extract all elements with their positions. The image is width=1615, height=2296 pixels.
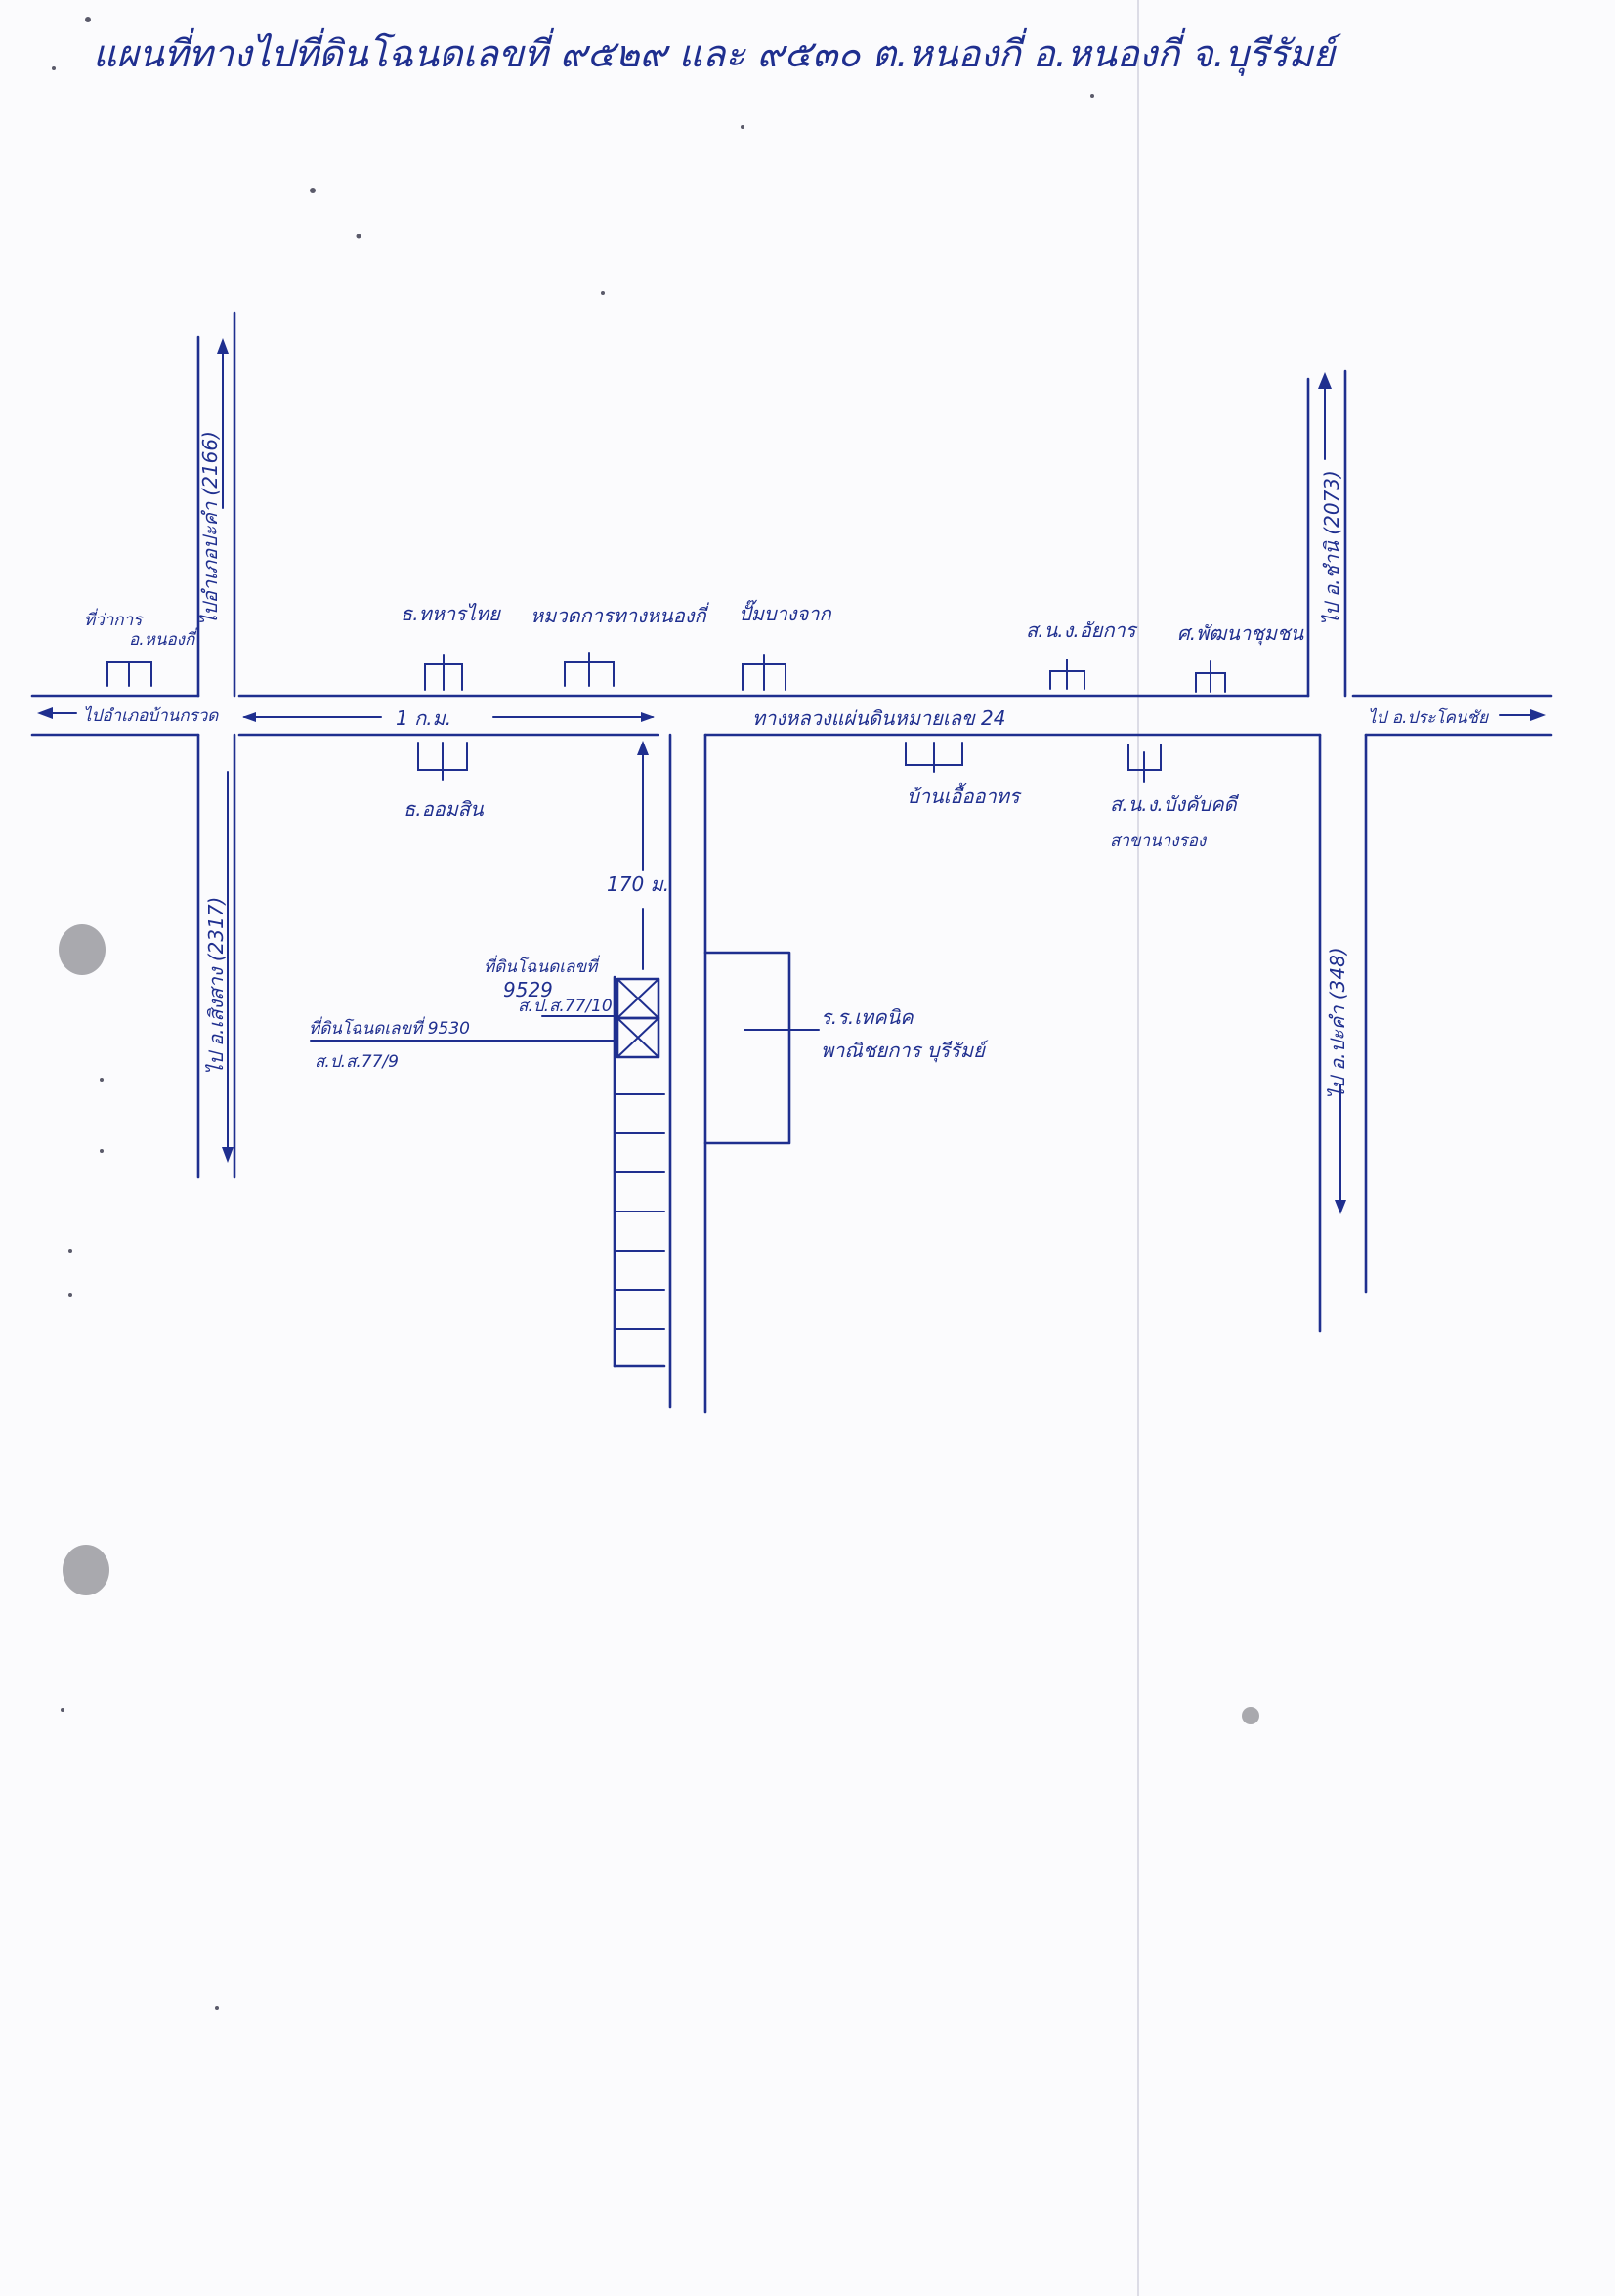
gas-station-marker: [742, 654, 786, 691]
label-district-office-sub: อ.หนองกี่: [129, 627, 197, 650]
parcel-strip: [613, 975, 666, 1368]
parcel-9529-marker: [616, 977, 660, 1020]
label-school-sub: พาณิชยการ บุรีรัมย์: [821, 1039, 989, 1063]
highway-office-marker: [564, 652, 615, 687]
label-right-south: ไป อ.ปะคำ (348): [1326, 947, 1349, 1099]
label-gas-station: ปั๊มบางจาก: [739, 599, 832, 625]
right-north-arrow: [1318, 372, 1332, 460]
binder-hole-lower: [63, 1545, 109, 1595]
label-distance-soi: 170 ม.: [607, 872, 669, 896]
label-parcel-9530: ที่ดินโฉนดเลขที่ 9530: [309, 1016, 470, 1039]
label-right-north: ไป อ.ชำนิ (2073): [1320, 470, 1343, 625]
label-left-north: ไปอำเภอปะคำ (2166): [198, 431, 222, 625]
paper-dot: [1242, 1707, 1259, 1724]
label-right-east: ไป อ.ประโคนชัย: [1368, 707, 1489, 728]
label-school: ร.ร.เทคนิค: [821, 1005, 914, 1029]
label-main-highway: ทางหลวงแผ่นดินหมายเลข 24: [752, 706, 1005, 730]
school-block: [703, 951, 820, 1145]
label-court-office: ส.น.ง.บังคับคดี: [1110, 792, 1240, 816]
label-distance-highway: 1 ก.ม.: [396, 706, 451, 730]
district-office-marker: [106, 661, 152, 687]
label-parcel-9529: ที่ดินโฉนดเลขที่: [484, 955, 600, 977]
left-vertical-road: [196, 311, 236, 1179]
left-west-arrow: [37, 707, 77, 719]
label-community-center: ศ.พัฒนาชุมชน: [1177, 621, 1305, 646]
label-parcel-9530-ref: ส.ป.ส.77/9: [315, 1052, 399, 1072]
court-office-marker: [1127, 744, 1162, 783]
binder-hole-upper: [59, 924, 106, 975]
right-east-arrow: [1499, 709, 1546, 721]
prosecutor-office-marker: [1049, 659, 1085, 690]
soi-road: [668, 733, 707, 1414]
label-district-office: ที่ว่าการ: [84, 608, 144, 630]
distance-highway-marker: [242, 712, 655, 722]
parcel-9530-marker: [616, 1016, 660, 1059]
right-south-arrow: [1335, 1084, 1346, 1214]
right-vertical-road: [1306, 369, 1368, 1333]
label-left-south: ไป อ.เสิงสาง (2317): [204, 897, 228, 1075]
label-left-west: ไปอำเภอบ้านกรวด: [83, 705, 219, 726]
label-highway-office: หมวดการทางหนองกี่: [531, 602, 710, 627]
label-parcel-9529-ref: ส.ป.ส.77/10: [518, 997, 613, 1016]
distance-soi-marker: [637, 741, 649, 970]
label-ban-rua: บ้านเอื้ออาทร: [907, 782, 1022, 808]
gsb-bank-marker: [417, 742, 468, 781]
map-title: แผนที่ทางไปที่ดินโฉนดเลขที่ ๙๕๒๙ และ ๙๕๓…: [93, 27, 1342, 76]
label-court-office-sub: สาขานางรอง: [1110, 831, 1208, 851]
left-north-arrow: [217, 338, 229, 509]
paper-specks: [52, 17, 1094, 2010]
label-prosecutor-office: ส.น.ง.อัยการ: [1026, 618, 1138, 642]
ban-rua-marker: [905, 742, 963, 773]
label-military-bank: ธ.ทหารไทย: [401, 602, 501, 625]
left-south-arrow: [222, 771, 234, 1163]
label-parcel-9529-number: 9529: [503, 978, 553, 1001]
main-highway: [30, 694, 1553, 737]
community-center-marker: [1195, 660, 1226, 693]
military-bank-marker: [424, 654, 463, 691]
label-gsb-bank: ธ.ออมสิน: [404, 797, 485, 821]
